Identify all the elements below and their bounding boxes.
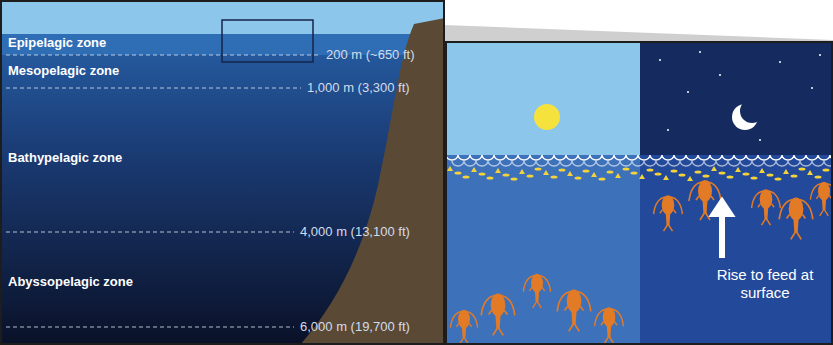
phytoplankton [447, 166, 453, 171]
zone-band: Abyssopelagic zone [8, 274, 133, 290]
phytoplankton [655, 172, 662, 175]
phytoplankton [535, 167, 542, 170]
phytoplankton [551, 175, 558, 178]
phytoplankton [567, 171, 573, 176]
phytoplankton [815, 175, 822, 178]
phytoplankton [807, 170, 813, 175]
sun [534, 104, 560, 130]
star [699, 51, 701, 53]
phytoplankton [647, 168, 654, 171]
phytoplankton [463, 175, 470, 178]
phytoplankton [791, 174, 798, 177]
copepod [481, 293, 515, 335]
zone-label: Bathypelagic zone [8, 150, 122, 166]
star [759, 139, 761, 141]
copepod [654, 195, 683, 231]
depth-label: 6,000 m (19,700 ft) [300, 319, 410, 335]
phytoplankton [495, 168, 501, 173]
phytoplankton [575, 176, 582, 179]
phytoplankton [639, 174, 645, 179]
copepod [595, 307, 624, 343]
phytoplankton [543, 170, 549, 175]
phytoplankton [767, 173, 774, 176]
copepod [557, 289, 591, 331]
copepod [450, 310, 477, 344]
phytoplankton [599, 177, 606, 180]
phytoplankton [719, 171, 726, 174]
phytoplankton [623, 167, 630, 170]
phytoplankton [775, 177, 782, 180]
phytoplankton [487, 176, 494, 179]
phytoplankton [671, 169, 678, 172]
depth-label: 4,000 m (13,100 ft) [300, 224, 410, 240]
star [819, 54, 821, 56]
phytoplankton [823, 168, 830, 171]
zone-band: Epipelagic zone [8, 35, 106, 51]
phytoplankton [631, 171, 638, 174]
phytoplankton [471, 167, 477, 172]
phytoplankton [511, 177, 518, 180]
star [811, 87, 813, 89]
phytoplankton [527, 174, 534, 177]
depth-label: 200 m (~650 ft) [326, 47, 415, 63]
phytoplankton [591, 172, 597, 177]
phytoplankton [711, 166, 717, 171]
rise-arrow [714, 202, 730, 258]
phytoplankton [735, 167, 741, 172]
copepod [523, 274, 550, 308]
phytoplankton [583, 169, 590, 172]
zone-band: Mesopelagic zone [8, 63, 119, 79]
phytoplankton [607, 170, 614, 173]
zone-label: Abyssopelagic zone [8, 274, 133, 290]
copepod [752, 189, 781, 225]
zone-band: Bathypelagic zone [8, 150, 122, 166]
copepod [779, 197, 813, 239]
star [719, 74, 721, 76]
continental-slope [300, 18, 445, 345]
wave-line [452, 161, 833, 166]
migration-caption: Rise to feed at surface [709, 266, 821, 302]
star [779, 61, 781, 63]
phytoplankton [455, 171, 462, 174]
star [667, 129, 669, 131]
ocean-zones-panel [0, 0, 445, 345]
phytoplankton [615, 173, 621, 178]
phytoplankton [503, 173, 510, 176]
phytoplankton [663, 175, 669, 180]
phytoplankton [519, 169, 525, 174]
phytoplankton [687, 176, 693, 181]
phytoplankton [759, 168, 765, 173]
phytoplankton [783, 169, 789, 174]
phytoplankton [679, 173, 686, 176]
zone-label: Mesopelagic zone [8, 63, 119, 79]
depth-label: 1,000 m (3,300 ft) [307, 80, 410, 96]
zoom-box [222, 20, 313, 62]
phytoplankton [727, 175, 734, 178]
migration-panel [446, 42, 833, 345]
phytoplankton [703, 174, 710, 177]
phytoplankton [695, 170, 702, 173]
star [687, 91, 689, 93]
star [659, 59, 661, 61]
zone-label: Epipelagic zone [8, 35, 106, 51]
phytoplankton [799, 167, 806, 170]
phytoplankton [559, 168, 566, 171]
copepod [810, 182, 833, 216]
phytoplankton [743, 172, 750, 175]
wave-line [446, 155, 833, 160]
phytoplankton [479, 172, 486, 175]
phytoplankton [751, 176, 758, 179]
